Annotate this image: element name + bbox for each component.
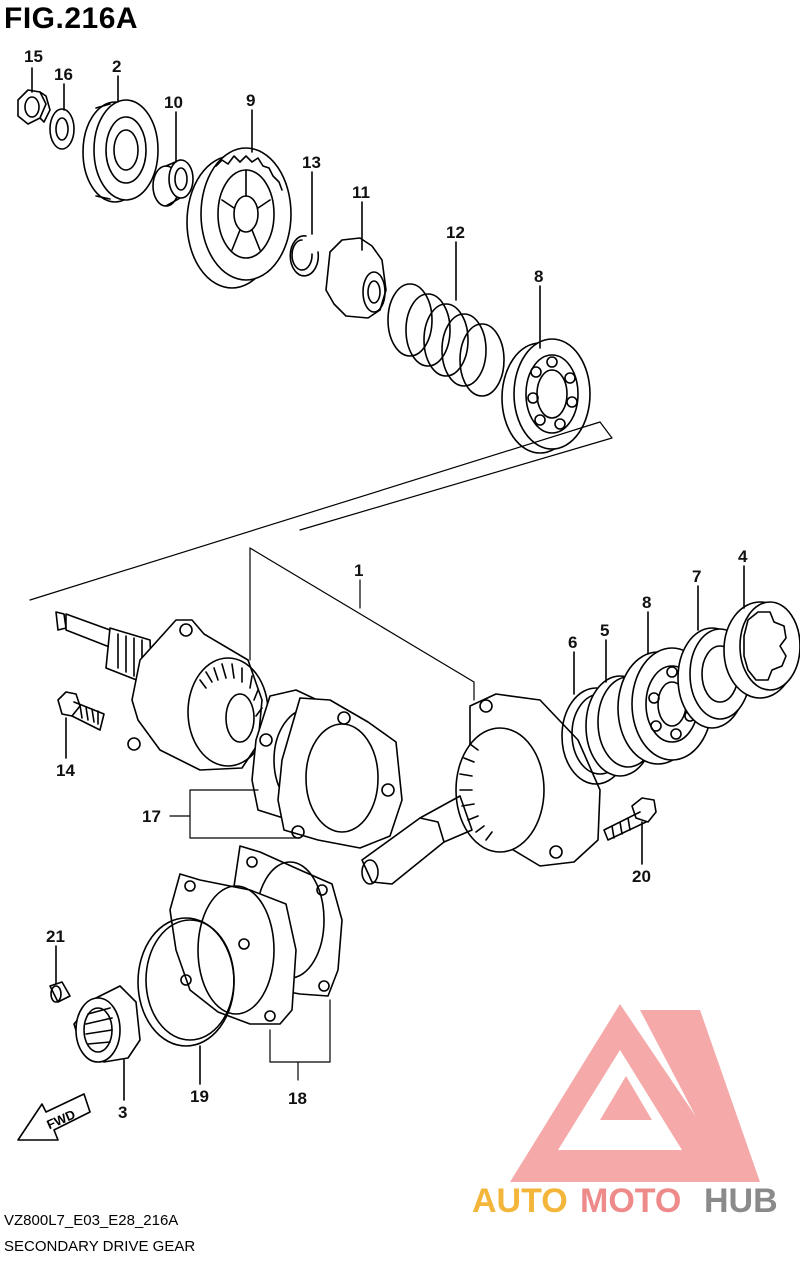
callout-18: 18: [288, 1089, 307, 1108]
part-2-bearing: [82, 99, 159, 203]
brand-part-auto: AUTO: [472, 1182, 568, 1220]
part-17-shims: [251, 689, 403, 849]
part-10-collar: [152, 159, 194, 207]
part-18-gaskets: [169, 845, 343, 1025]
callout-19: 19: [190, 1087, 209, 1106]
callout-20: 20: [632, 867, 651, 886]
callout-14: 14: [56, 761, 75, 780]
callout-9: 9: [246, 91, 255, 110]
callout-2: 2: [112, 57, 121, 76]
callout-8-upper: 8: [534, 267, 543, 286]
callout-3: 3: [118, 1103, 127, 1122]
watermark-text: AUTO MOTO HUB: [472, 1182, 778, 1220]
watermark-logo: [510, 1004, 760, 1182]
callout-4: 4: [738, 547, 748, 566]
part-20-bolt: [603, 797, 657, 841]
brand-part-moto: MOTO: [580, 1182, 681, 1220]
part-21-pin: [49, 981, 71, 1003]
figure-title: FIG.216A: [4, 2, 139, 35]
callout-7: 7: [692, 567, 701, 586]
fwd-arrow-icon: FWD: [17, 1093, 91, 1141]
figure-code: VZ800L7_E03_E28_216A: [4, 1212, 179, 1229]
part-19-oring: [137, 917, 235, 1047]
callout-1: 1: [354, 561, 363, 580]
part-16-washer: [49, 108, 75, 150]
part-1-pinion-housing: [361, 693, 601, 885]
callout-6: 6: [568, 633, 577, 652]
callout-21: 21: [46, 927, 65, 946]
callout-10: 10: [164, 93, 183, 112]
part-4-ring-nut: [723, 601, 800, 699]
part-14-bolt: [57, 691, 105, 731]
part-11-cam: [325, 237, 387, 319]
part-12-spring: [387, 283, 505, 397]
part-1-shaft-left: [55, 611, 269, 771]
part-3-needle-bearing: [73, 985, 141, 1063]
part-15-nut: [17, 89, 51, 125]
callout-13: 13: [302, 153, 321, 172]
part-9-gear: [186, 147, 292, 289]
callout-12: 12: [446, 223, 465, 242]
callout-5: 5: [600, 621, 609, 640]
callout-8-lower: 8: [642, 593, 651, 612]
callout-16: 16: [54, 65, 73, 84]
part-13-circlip: [289, 235, 320, 277]
part-8-bearing-upper: [501, 338, 591, 454]
callout-15: 15: [24, 47, 43, 66]
callout-11: 11: [352, 183, 370, 202]
brand-part-hub: HUB: [704, 1182, 778, 1220]
callout-17: 17: [142, 807, 161, 826]
figure-caption: SECONDARY DRIVE GEAR: [4, 1238, 196, 1255]
